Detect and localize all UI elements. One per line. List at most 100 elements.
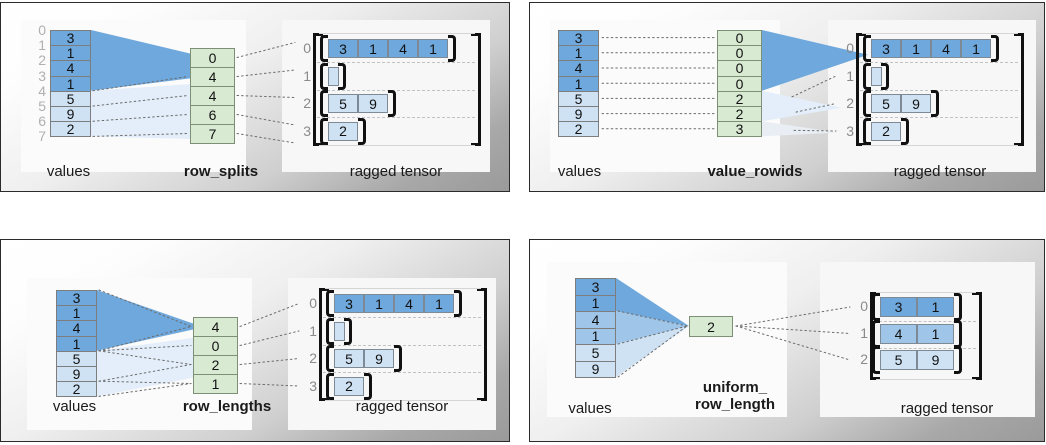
value-cell: 3 [558,30,599,47]
value-cell: 1 [575,327,616,345]
value-cell: 4 [575,311,616,329]
row-bracket-left [326,345,334,372]
encoding-cell-text: 3 [735,121,744,138]
outer-bracket-right [1014,33,1024,146]
values-label-uniform_row_length: values [568,400,612,417]
encoding-cell: 4 [193,317,238,337]
row-separator [874,321,976,322]
encoding-label-uniform_row_length: uniform_row_length [640,379,830,414]
tensor-cell-text: 5 [894,352,903,368]
tensor-cell: 9 [901,94,931,113]
value-cell: 1 [558,75,599,92]
tensor-cell-text: 9 [931,352,940,368]
row-bracket-right [448,35,456,62]
tensor-cell-text: 5 [345,350,353,367]
row-bracket-right [954,346,962,374]
value-cell-text: 4 [72,320,81,337]
row-bracket-right [364,372,372,400]
tensor-row-index: 3 [846,122,854,139]
value-cell: 9 [50,106,91,123]
tensor-cell: 1 [917,297,954,317]
tensor-cell-text: 4 [942,40,950,57]
tensor-cell: 5 [328,94,358,113]
row-separator [860,117,1018,118]
tensor-cell: 5 [880,350,917,370]
encoding-cell-text: 0 [735,45,744,62]
tensor-cell: 4 [880,323,917,344]
value-cell: 5 [50,90,91,107]
row-bracket-left [863,117,871,145]
row-bracket-right [338,62,346,90]
value-cell-text: 3 [574,30,583,47]
tensor-cell-text: 1 [931,325,940,342]
outer-bracket-left [856,33,866,146]
tensor-cell: 3 [871,39,901,58]
value-cell-text: 4 [591,311,600,328]
tensor-cell-text: 9 [369,95,377,112]
value-cell-text: 3 [72,290,81,307]
tensor-row-index: 0 [860,298,868,314]
encoding-cell-text: 0 [735,30,744,47]
tensor-row-index: 1 [860,324,868,341]
tensor-cell: 3 [334,294,364,313]
encoding-cell-text: 4 [208,88,217,104]
tensor-row-index: 2 [303,95,311,111]
row-bracket-left [872,319,880,348]
tensor-cell-text: 1 [375,295,383,312]
encoding-label-row_lengths: row_lengths [182,398,272,415]
row-bracket-left [320,62,328,90]
outer-bracket-left [319,288,329,401]
tensor-cell-text: 1 [931,299,940,315]
tensor-cell-text: 3 [339,40,347,57]
tensor-cell: 4 [394,294,424,313]
index-tick: 4 [38,82,46,99]
row-bracket-left [863,62,871,90]
tensor-row-index: 3 [303,122,311,139]
value-cell-text: 9 [72,366,81,383]
encoding-cell: 0 [193,336,238,356]
value-cell: 1 [558,45,599,62]
tensor-cell-text: 5 [882,95,890,112]
tensor-row-index: 2 [860,351,868,367]
encoding-cell: 3 [717,121,762,138]
tensor-empty-row [871,66,882,86]
encoding-cell: 2 [717,90,762,107]
value-cell-text: 2 [574,121,583,138]
tensor-cell: 9 [358,94,388,113]
tensor-row-index: 1 [846,67,854,84]
value-cell-text: 9 [591,361,600,378]
encoding-cell: 2 [689,316,733,337]
tensor-cell: 3 [880,297,917,317]
value-cell-text: 1 [591,328,600,345]
index-tick: 2 [38,52,46,69]
tensor-cell: 3 [328,39,358,58]
tensor-cell: 1 [917,323,954,344]
value-cell-text: 2 [72,381,81,398]
encoding-cell: 0 [190,48,235,68]
tensor-cell-text: 1 [429,40,437,57]
row-bracket-left [326,290,334,317]
row-separator [323,344,481,346]
value-cell-text: 4 [66,60,75,77]
row-bracket-right [901,117,909,145]
value-cell: 4 [56,320,97,337]
value-cell: 9 [56,366,97,383]
value-cell-text: 1 [66,75,75,92]
row-bracket-right [954,319,962,348]
row-bracket-right [991,35,999,62]
encoding-label-row_splits: row_splits [183,163,259,180]
row-bracket-right [881,62,889,90]
row-separator [323,372,481,373]
encoding-column-uniform_row_length: 2 [689,316,733,337]
encoding-cell-text: 7 [208,126,217,142]
value-cell: 2 [50,121,91,138]
encoding-cell-text: 6 [208,107,217,123]
row-bracket-right [954,293,962,321]
